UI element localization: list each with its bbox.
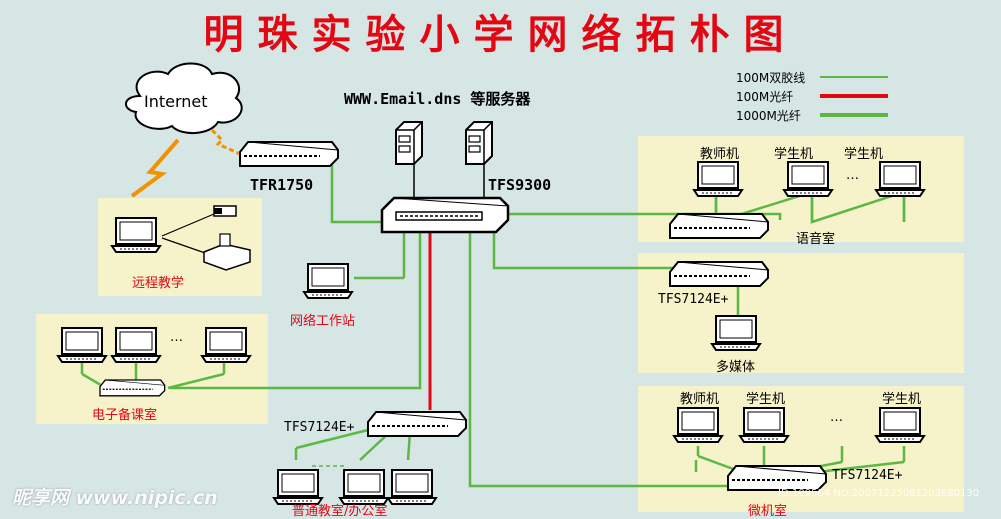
- watermark-id: ID:109584 NO:20071225081203680130: [778, 488, 980, 499]
- multimedia-switch-device: [669, 261, 769, 287]
- regular-laptop-icon: [339, 469, 389, 505]
- server-icon: [465, 121, 493, 165]
- regular-laptop-icon: [387, 469, 437, 505]
- remote-laptop-icon: [111, 217, 161, 253]
- regular-laptop-icon: [273, 469, 323, 505]
- router-device: [239, 141, 339, 167]
- servers-label: WWW.Email.dns 等服务器: [344, 90, 531, 108]
- micro-lab-label: 微机室: [748, 504, 788, 519]
- multimedia-label: 多媒体: [716, 360, 756, 375]
- link-multimedia: [492, 226, 676, 270]
- link-language-lab: [500, 212, 782, 220]
- link-micro-lab: [468, 232, 730, 488]
- language-student-label-2: 学生机: [844, 147, 884, 162]
- regular-rooms-label: 普通教室/办公室: [292, 504, 388, 519]
- lesson-prep-label: 电子备课室: [92, 408, 158, 423]
- lesson-ellipsis: …: [170, 330, 183, 345]
- language-student-label: 学生机: [774, 147, 814, 162]
- language-switch: [669, 213, 769, 239]
- micro-ellipsis: …: [830, 410, 843, 425]
- link-router-core: [330, 150, 384, 224]
- core-switch-label: TFS9300: [488, 176, 552, 194]
- micro-teacher-label: 教师机: [680, 392, 720, 407]
- wireless-link: [130, 138, 180, 198]
- multimedia-switch-label: TFS7124E+: [658, 292, 729, 307]
- internet-cloud: [125, 62, 243, 134]
- lesson-laptop-icon: [201, 327, 251, 363]
- legend-label-100m-twisted: 100M双胶线: [736, 71, 806, 85]
- micro-laptop-icon: [673, 407, 723, 443]
- language-ellipsis: …: [846, 168, 859, 183]
- wireless-link-router: [210, 128, 241, 156]
- legend-label-1000m-fiber: 1000M光纤: [736, 109, 801, 123]
- core-switch-device: [380, 196, 510, 234]
- red-fiber-links: [428, 232, 432, 410]
- lesson-switch: [99, 379, 166, 397]
- remote-label: 远程教学: [132, 276, 185, 291]
- language-laptop-icon: [783, 161, 833, 197]
- lesson-laptop-icon: [57, 327, 107, 363]
- workstation-label: 网络工作站: [290, 314, 356, 329]
- lesson-laptop-icon: [111, 327, 161, 363]
- language-laptop-icon: [875, 161, 925, 197]
- multimedia-laptop-icon: [711, 315, 761, 351]
- language-laptop-icon: [693, 161, 743, 197]
- micro-switch-label: TFS7124E+: [832, 468, 903, 483]
- mid-switch-device: [367, 411, 467, 437]
- micro-switch-device: [727, 465, 827, 491]
- micro-laptop-icon: [875, 407, 925, 443]
- page-title: 明珠实验小学网络拓朴图: [203, 12, 798, 58]
- router-label: TFR1750: [250, 176, 314, 194]
- micro-student-label-2: 学生机: [882, 392, 922, 407]
- server-icon: [395, 121, 423, 165]
- link-lesson-prep: [170, 232, 422, 390]
- mid-switch-label: TFS7124E+: [284, 420, 355, 435]
- workstation-laptop-icon: [303, 263, 353, 299]
- language-lab-label: 语音室: [796, 232, 836, 247]
- watermark-site: 昵享网 www.nipic.cn: [12, 487, 218, 509]
- internet-label: Internet: [144, 92, 208, 111]
- micro-laptop-icon: [739, 407, 789, 443]
- legend-label-100m-fiber: 100M光纤: [736, 90, 794, 104]
- language-teacher-label: 教师机: [700, 147, 740, 162]
- printer-icon: [203, 233, 251, 271]
- micro-student-label: 学生机: [746, 392, 786, 407]
